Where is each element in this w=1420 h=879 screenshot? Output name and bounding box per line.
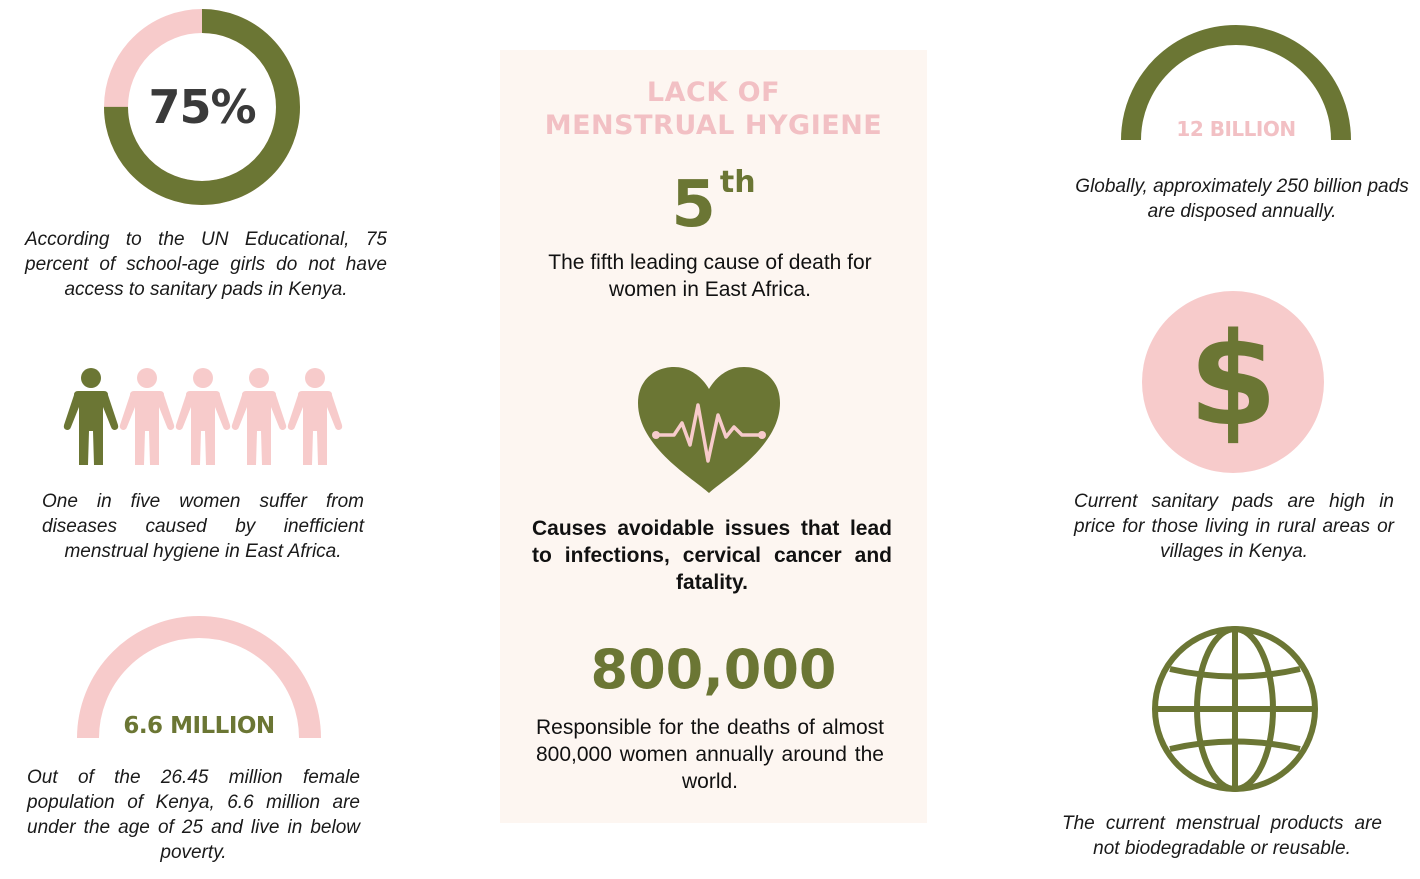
rank-suffix: th bbox=[719, 165, 756, 200]
rank-text: The fifth leading cause of death for wom… bbox=[548, 251, 872, 301]
person-icon bbox=[231, 368, 287, 465]
half-arc-olive bbox=[1121, 25, 1351, 141]
stat-text-school-girls: According to the UN Educational, 75 perc… bbox=[25, 229, 387, 300]
rank-number: 5 bbox=[671, 168, 716, 242]
globe-icon bbox=[1152, 626, 1318, 792]
person-icon bbox=[175, 368, 231, 465]
arc-label-12-billion: 12 BILLION bbox=[1176, 117, 1296, 141]
stat-text-poverty: Out of the 26.45 million female populati… bbox=[27, 767, 360, 863]
person-icon bbox=[119, 368, 175, 465]
person-icon bbox=[63, 368, 119, 465]
people-pictogram bbox=[63, 368, 343, 465]
panel-title: LACK OF MENSTRUAL HYGIENE bbox=[500, 76, 927, 142]
svg-text:$: $ bbox=[1188, 306, 1277, 455]
stat-text-one-in-five: One in five women suffer from diseases c… bbox=[42, 491, 364, 562]
arc-label-6-6-million: 6.6 MILLION bbox=[123, 713, 275, 739]
stat-text-pads-disposed: Globally, approximately 250 billion pads… bbox=[1075, 176, 1409, 222]
panel-title-line2: MENSTRUAL HYGIENE bbox=[544, 110, 883, 141]
issues-text: Causes avoidable issues that lead to inf… bbox=[532, 517, 892, 594]
heartbeat-icon bbox=[638, 367, 780, 493]
donut-chart bbox=[104, 9, 300, 205]
panel-title-line1: LACK OF bbox=[646, 77, 781, 108]
donut-label: 75% bbox=[148, 80, 256, 134]
donut-value-arc bbox=[104, 9, 300, 205]
half-arc-pink bbox=[77, 616, 321, 739]
deaths-text: Responsible for the deaths of almost 800… bbox=[536, 716, 884, 793]
dollar-icon: $ bbox=[1142, 291, 1324, 473]
person-icon bbox=[287, 368, 343, 465]
stat-text-price: Current sanitary pads are high in price … bbox=[1074, 491, 1394, 562]
deaths-number: 800,000 bbox=[590, 638, 837, 701]
stat-text-biodegradable: The current menstrual products are not b… bbox=[1062, 813, 1382, 859]
